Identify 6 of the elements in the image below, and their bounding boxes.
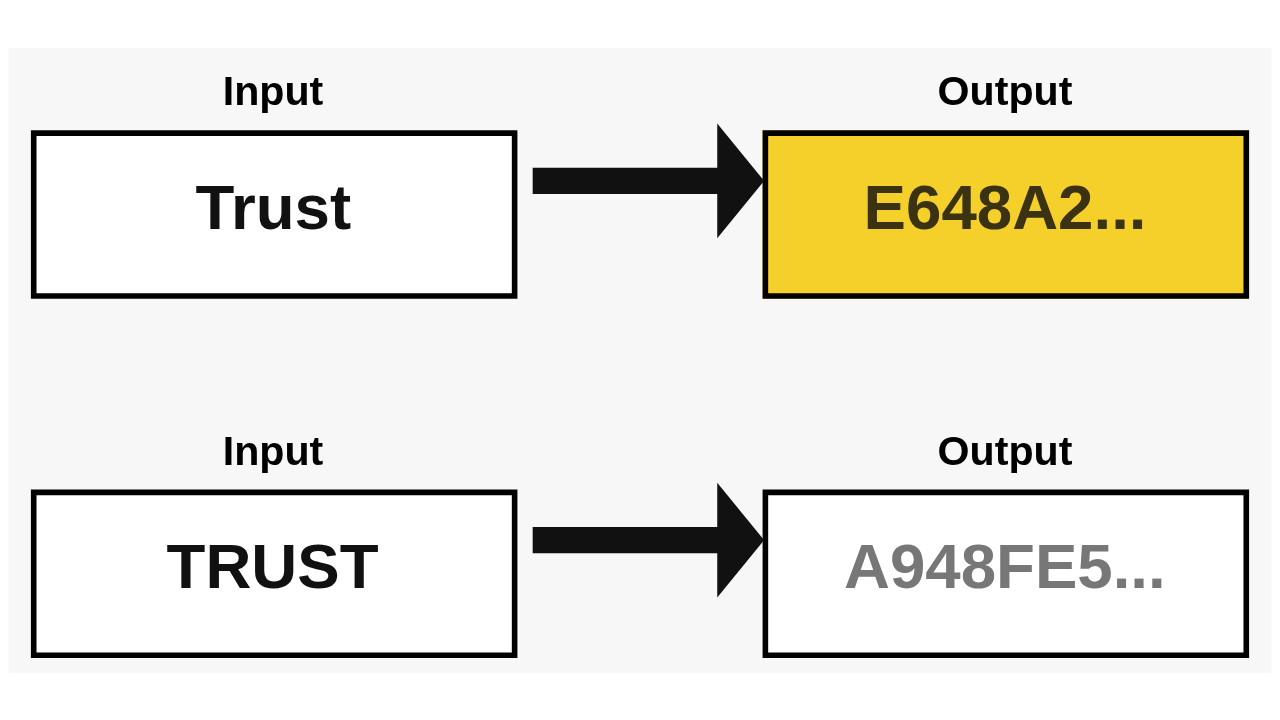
node-label: Input [222, 427, 324, 474]
arrow [532, 482, 765, 597]
arrow [532, 122, 765, 238]
node-label: Output [937, 67, 1073, 114]
node-label: Input [222, 67, 324, 114]
node-label: Output [937, 427, 1073, 474]
